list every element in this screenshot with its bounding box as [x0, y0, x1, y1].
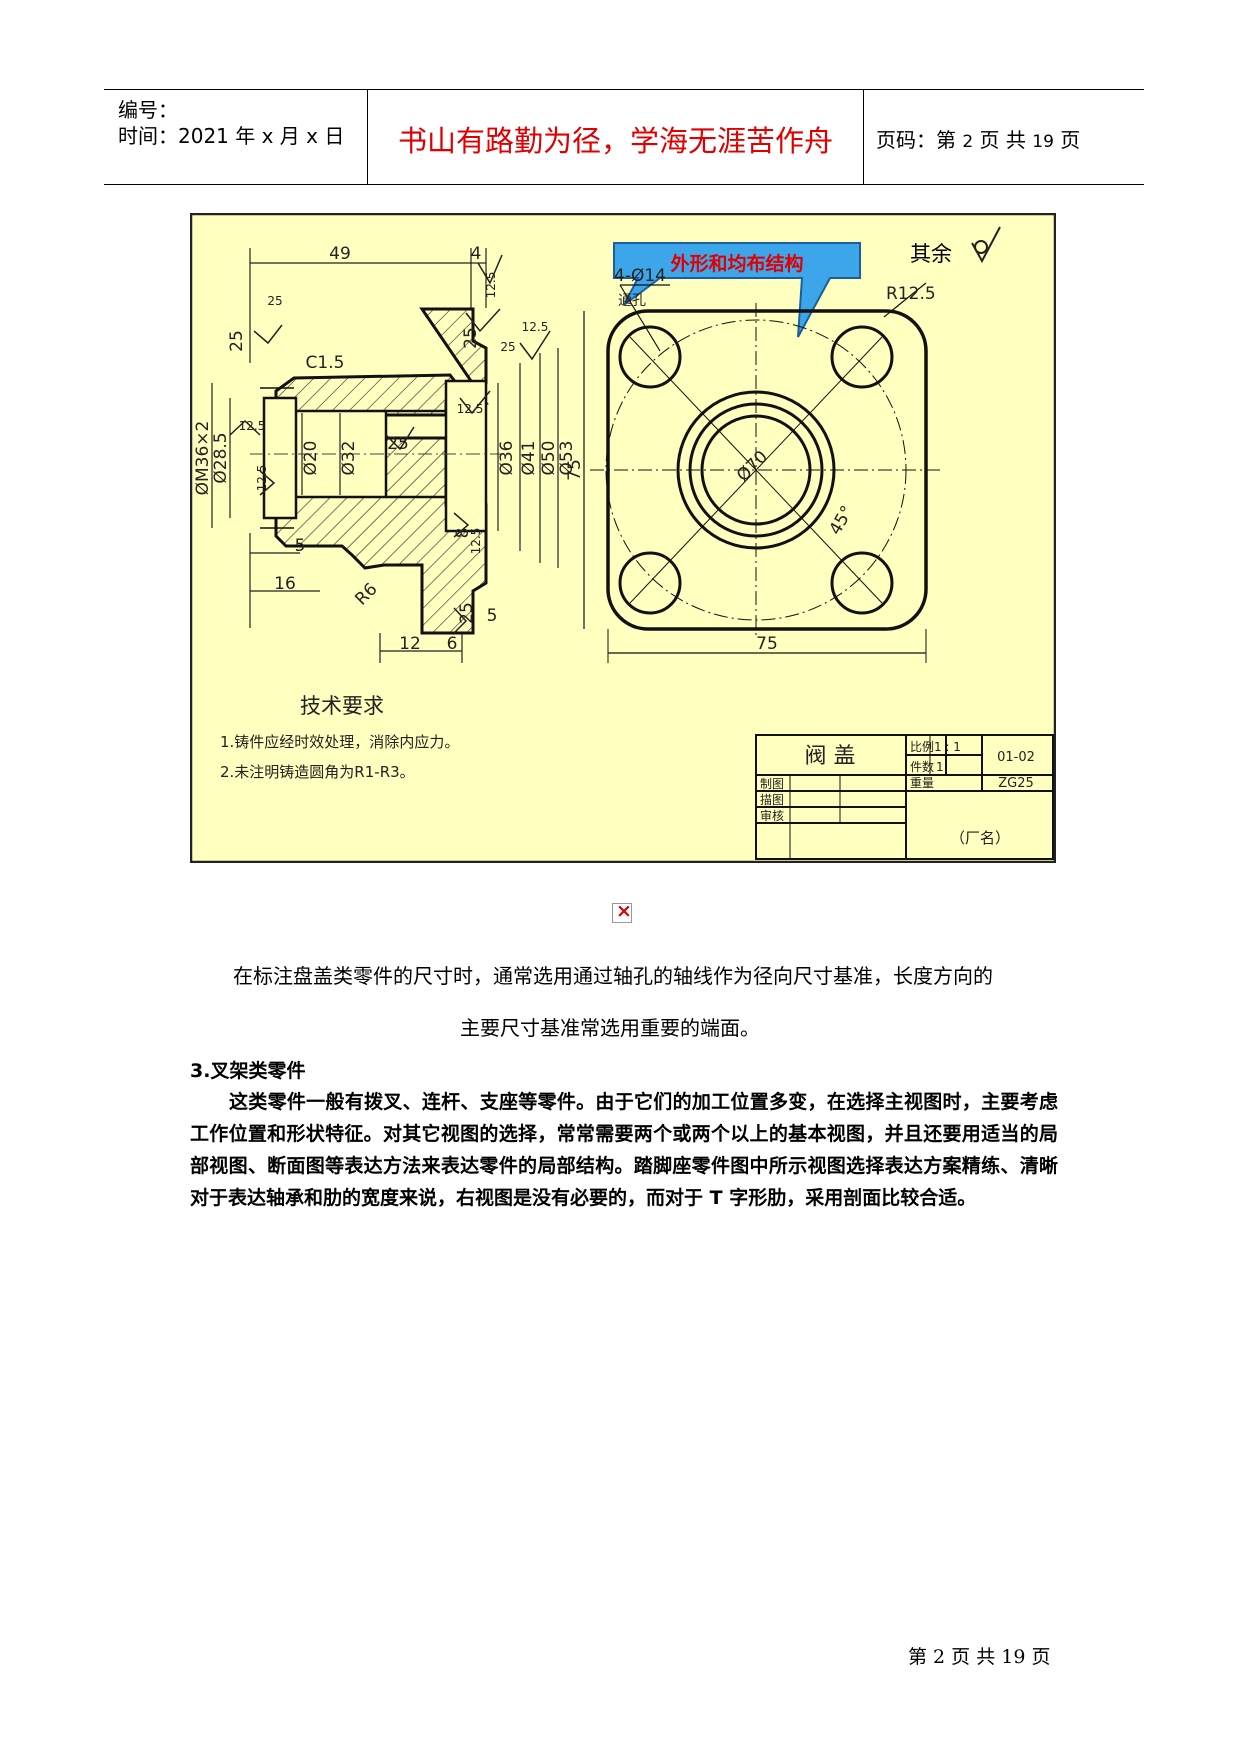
svg-text:Ø32: Ø32 — [339, 440, 359, 475]
svg-text:Ø50: Ø50 — [539, 440, 559, 475]
svg-text:阀 盖: 阀 盖 — [805, 744, 856, 769]
header-motto-cell: 书山有路勤为径，学海无涯苦作舟 — [368, 90, 864, 184]
page-number: 页码：第 2 页 共 19 页 — [876, 128, 1081, 152]
svg-text:Ø41: Ø41 — [519, 440, 539, 475]
svg-text:12.5: 12.5 — [457, 402, 484, 416]
svg-text:25: 25 — [267, 294, 282, 308]
paragraph-3: 这类零件一般有拨叉、连杆、支座等零件。由于它们的加工位置多变，在选择主视图时，主… — [190, 1091, 1058, 1209]
svg-text:重量: 重量 — [910, 776, 934, 790]
number-label: 编号： — [118, 98, 178, 122]
tech-req-1: 1.铸件应经时效处理，消除内应力。 — [220, 733, 459, 751]
time-label: 时间：2021 年 x 月 x 日 — [118, 124, 345, 148]
svg-text:ØM36×2: ØM36×2 — [193, 421, 213, 496]
engineering-drawing: 外形和均布结构 其余 — [190, 213, 1056, 863]
svg-text:49: 49 — [329, 244, 351, 264]
tech-title: 技术要求 — [300, 694, 384, 718]
page-footer: 第 2 页 共 19 页 — [908, 1646, 1051, 1668]
svg-text:制图: 制图 — [760, 777, 784, 791]
svg-text:12.5: 12.5 — [255, 465, 269, 492]
svg-text:01-02: 01-02 — [997, 750, 1035, 765]
svg-text:12.5: 12.5 — [469, 528, 483, 555]
header-info-cell: 编号： 时间：2021 年 x 月 x 日 — [104, 90, 368, 184]
plan-view — [583, 282, 940, 663]
svg-text:5: 5 — [295, 536, 306, 556]
svg-text:8: 8 — [453, 528, 473, 539]
rest-label: 其余 — [910, 242, 952, 266]
svg-text:Ø28.5: Ø28.5 — [211, 432, 231, 483]
svg-text:25: 25 — [387, 434, 409, 454]
motto: 书山有路勤为径，学海无涯苦作舟 — [397, 124, 833, 158]
svg-text:25: 25 — [500, 340, 515, 354]
page-header: 编号： 时间：2021 年 x 月 x 日 书山有路勤为径，学海无涯苦作舟 页码… — [104, 89, 1144, 185]
roughness-symbol — [971, 226, 1001, 264]
svg-text:4: 4 — [471, 244, 482, 264]
paragraph-2: 主要尺寸基准常选用重要的端面。 — [460, 1016, 760, 1040]
svg-text:Ø20: Ø20 — [301, 440, 321, 475]
svg-text:通孔: 通孔 — [618, 293, 646, 309]
svg-text:审核: 审核 — [760, 808, 784, 823]
svg-text:（厂名）: （厂名） — [950, 829, 1010, 847]
svg-text:25: 25 — [461, 327, 481, 349]
svg-text:25: 25 — [457, 602, 477, 624]
svg-text:Ø36: Ø36 — [497, 440, 517, 475]
svg-text:6: 6 — [447, 634, 458, 654]
callout-box: 外形和均布结构 — [613, 242, 861, 338]
svg-text:4-Ø14: 4-Ø14 — [614, 266, 666, 286]
svg-text:12.5: 12.5 — [239, 419, 266, 433]
svg-text:R12.5: R12.5 — [886, 284, 936, 304]
svg-text:描图: 描图 — [760, 793, 784, 807]
svg-text:1 : 1: 1 : 1 — [934, 740, 961, 754]
svg-text:75: 75 — [756, 634, 778, 654]
svg-text:5: 5 — [487, 606, 498, 626]
svg-text:12.5: 12.5 — [522, 320, 549, 334]
svg-text:ZG25: ZG25 — [998, 776, 1034, 791]
paragraph-1: 在标注盘盖类零件的尺寸时，通常选用通过轴孔的轴线作为径向尺寸基准，长度方向的 — [233, 964, 993, 988]
svg-text:1: 1 — [936, 760, 944, 774]
svg-text:比例: 比例 — [910, 740, 934, 754]
section-title: 3.叉架类零件 — [190, 1060, 306, 1082]
svg-text:C1.5: C1.5 — [306, 353, 345, 373]
header-page-cell: 页码：第 2 页 共 19 页 — [864, 90, 1144, 184]
tech-req-2: 2.未注明铸造圆角为R1-R3。 — [220, 763, 415, 781]
svg-text:25: 25 — [227, 330, 247, 352]
svg-text:16: 16 — [274, 574, 296, 594]
title-block — [755, 734, 1054, 860]
svg-text:75: 75 — [565, 459, 585, 481]
svg-text:12: 12 — [399, 634, 421, 654]
svg-text:件数: 件数 — [910, 759, 934, 774]
broken-image-icon — [612, 900, 632, 923]
section-dimensions — [211, 248, 559, 663]
svg-text:Ø53: Ø53 — [557, 440, 577, 475]
callout-text: 外形和均布结构 — [670, 252, 803, 275]
